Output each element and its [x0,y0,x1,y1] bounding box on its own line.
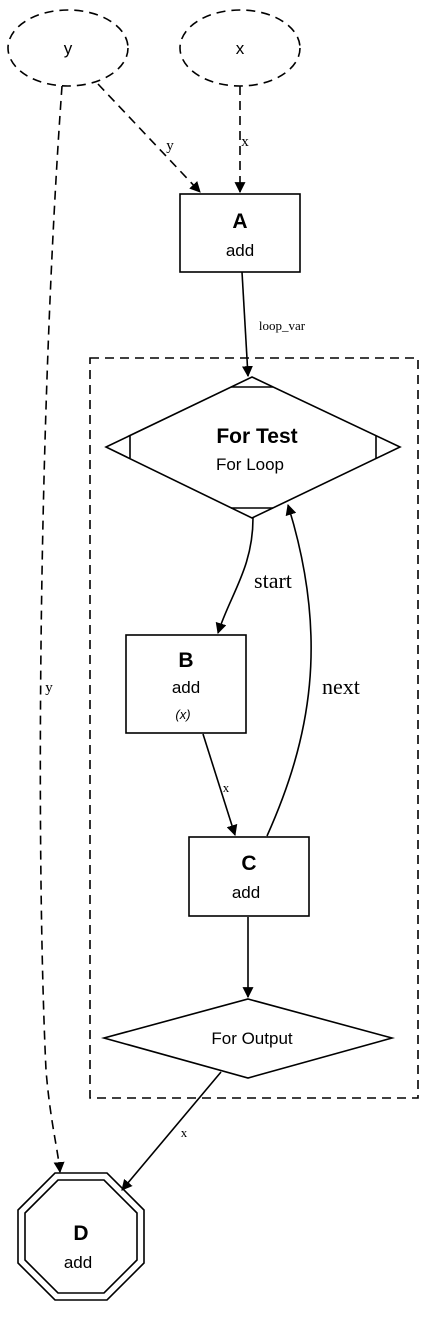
input-y-label: y [64,39,73,58]
node-a-op: add [226,241,254,260]
node-for-output[interactable]: For Output [100,998,396,1079]
loop-cluster [89,357,419,1099]
input-node-x[interactable]: x [179,9,301,87]
edge-loop-start-label: start [254,568,292,593]
edge-loop-start: start [215,517,292,635]
node-b[interactable]: B add (x) [125,634,247,734]
edge-y-to-a-label: y [166,138,174,154]
edge-x-to-a-label: x [241,134,249,150]
node-d-op: add [64,1253,92,1272]
edge-y-to-d: y [39,85,65,1174]
node-c-op: add [232,883,260,902]
edge-output-to-d-label: x [181,1125,188,1140]
edge-y-to-a: y [97,83,201,193]
edge-x-to-a: x [234,86,249,194]
node-for-test-op: For Loop [216,455,284,474]
edge-b-to-c-label: x [223,780,230,795]
node-a-name: A [232,210,247,233]
node-b-name: B [178,649,193,672]
edge-y-to-d-label: y [45,680,53,696]
node-d-name: D [73,1222,88,1245]
node-for-test[interactable]: For Test For Loop [104,376,402,519]
edge-loop-next: next [266,503,360,837]
node-for-test-name: For Test [216,425,297,448]
node-for-output-label: For Output [211,1029,293,1048]
node-b-args: (x) [175,707,190,722]
input-node-y[interactable]: y [7,9,129,87]
node-b-op: add [172,678,200,697]
edge-output-to-d: x [121,1071,222,1191]
node-a[interactable]: A add [179,193,301,273]
node-c-name: C [241,852,256,875]
edge-b-to-c: x [202,733,238,837]
node-d[interactable]: D add [17,1172,145,1301]
input-x-label: x [236,39,245,58]
edge-a-to-loop-label: loop_var [259,318,306,333]
edge-loop-next-label: next [322,674,360,699]
edge-a-to-loop: loop_var [241,271,306,378]
node-c[interactable]: C add [188,836,310,917]
